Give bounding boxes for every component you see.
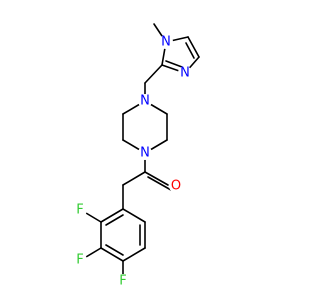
bond-benzene-4 <box>100 247 124 262</box>
atom-n-piperazine-top-label: N <box>140 94 150 109</box>
bond-f1 <box>85 212 102 223</box>
atom-n-imidazole: N <box>178 66 192 81</box>
atom-n-piperazine-top: N <box>138 94 152 109</box>
atom-f-1-bg <box>73 203 87 217</box>
atom-n-piperazine-top-bg <box>138 94 152 108</box>
bond-imidazole-c5-c4-inner <box>185 42 195 59</box>
atom-o-carbonyl-label: O <box>171 179 181 194</box>
atom-n-imidazole-bg <box>178 66 192 80</box>
atom-layer: N N N N O F F F <box>73 35 192 289</box>
atom-f-3: F <box>116 274 130 289</box>
bond-imidazole-c5-c4 <box>187 36 200 58</box>
atom-f-1-label: F <box>76 203 83 218</box>
atom-o-carbonyl: O <box>169 179 183 194</box>
bond-benzene-1 <box>122 208 146 223</box>
bond-imidazole-n3-c2-inner <box>165 60 183 68</box>
atom-f-1: F <box>73 203 87 218</box>
bond-f2 <box>85 247 102 258</box>
atom-n-piperazine-bottom-label: N <box>140 146 150 161</box>
atom-n-imidazole-label: N <box>180 66 190 81</box>
atom-f-2-label: F <box>76 253 83 268</box>
bond-benzene-4-inner <box>105 244 124 256</box>
atom-o-carbonyl-bg <box>169 179 183 193</box>
molecule-structure: N N N N O F F F <box>73 23 200 289</box>
bond-carbonyl-ch2 <box>122 171 146 186</box>
bond-benzene-3 <box>122 247 146 262</box>
bond-carbonyl-double-1 <box>144 171 169 186</box>
bond-benzene-6 <box>100 208 124 223</box>
atom-n-methyl-label: N <box>161 35 171 50</box>
atom-n-methyl: N <box>159 35 173 50</box>
bond-carbonyl-double-2 <box>147 176 172 191</box>
atom-f-3-bg <box>116 274 130 288</box>
atom-f-2-bg <box>73 253 87 267</box>
atom-f-2: F <box>73 253 87 268</box>
atom-n-methyl-bg <box>159 35 173 49</box>
bond-benzene-6-inner <box>105 214 124 226</box>
bond-linker-ring <box>144 64 163 84</box>
atom-f-3-label: F <box>119 274 126 289</box>
atom-n-piperazine-bottom-bg <box>138 146 152 160</box>
atom-n-piperazine-bottom: N <box>138 146 152 161</box>
